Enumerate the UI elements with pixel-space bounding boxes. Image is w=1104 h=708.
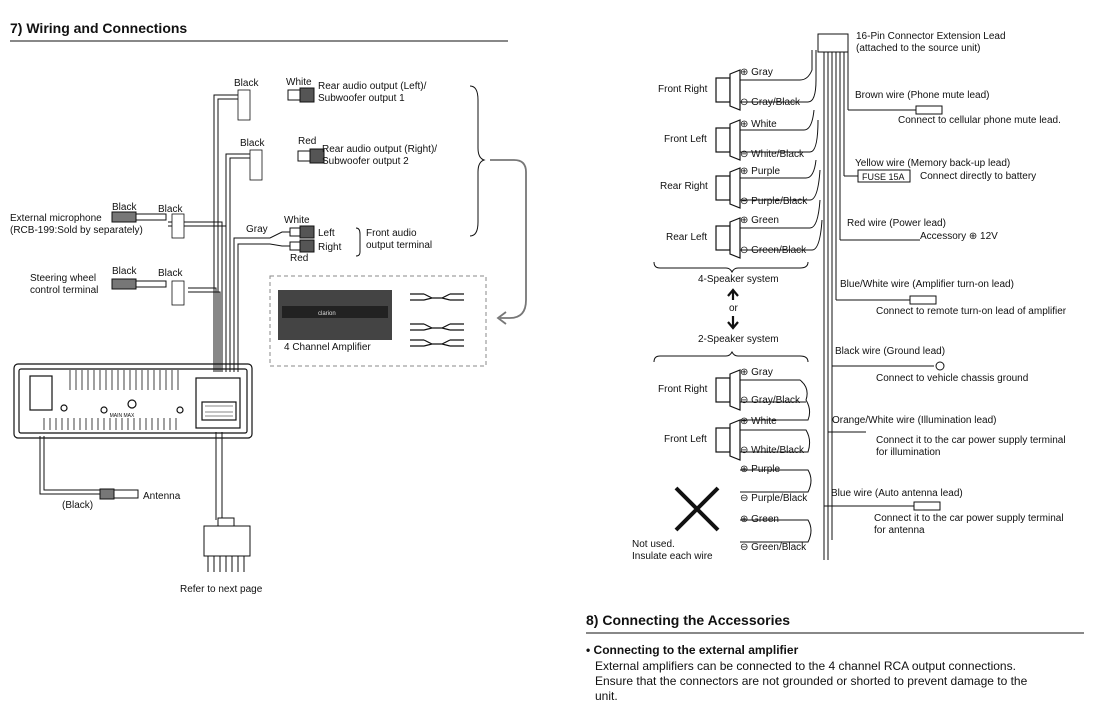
arrow-to-amp bbox=[490, 159, 527, 319]
spk4-rear-right: Rear Right bbox=[660, 181, 708, 192]
red-desc: Accessory ⊕ 12V bbox=[920, 231, 998, 242]
front-gray: Gray bbox=[246, 224, 268, 235]
svg-text:MAIN MAX: MAIN MAX bbox=[110, 413, 135, 419]
orange-desc: Connect it to the car power supply termi… bbox=[876, 435, 1066, 458]
rear-right-red: Red bbox=[298, 136, 317, 147]
steering-label: Steering wheel control terminal bbox=[30, 273, 99, 296]
system-4: 4-Speaker system bbox=[698, 274, 779, 285]
spk2-front-left: Front Left bbox=[664, 434, 707, 445]
spk4-wire-2: ⊕ White bbox=[740, 119, 777, 130]
rear-left-label: Rear audio output (Left)/ Subwoofer outp… bbox=[318, 81, 427, 104]
spk4-front-right: Front Right bbox=[658, 84, 708, 95]
or-label: or bbox=[729, 303, 738, 314]
amplifier-box bbox=[269, 275, 487, 367]
front-white: White bbox=[284, 215, 310, 226]
mic-black-2: Black bbox=[158, 204, 183, 215]
connector-label: 16-Pin Connector Extension Lead (attache… bbox=[856, 31, 1006, 54]
system-2: 2-Speaker system bbox=[698, 334, 779, 345]
mic-label: External microphone (RCB-199:Sold by sep… bbox=[10, 213, 143, 236]
not-used-cross bbox=[674, 486, 720, 532]
left-wires bbox=[39, 94, 290, 520]
fuse-label: FUSE 15A bbox=[862, 172, 905, 182]
spk2-wire-0: ⊕ Gray bbox=[740, 367, 773, 378]
section8-title: 8) Connecting the Accessories bbox=[586, 612, 791, 628]
spk2-wire-4: ⊕ Purple bbox=[740, 464, 781, 475]
spk2-wire-3: ⊖ White/Black bbox=[740, 445, 804, 456]
orange-lead: Orange/White wire (Illumination lead) bbox=[832, 415, 997, 426]
antenna-label: Antenna bbox=[143, 491, 181, 502]
front-red: Red bbox=[290, 253, 309, 264]
rear-right-label: Rear audio output (Right)/ Subwoofer out… bbox=[322, 144, 438, 167]
spk4-front-left: Front Left bbox=[664, 134, 707, 145]
section8-body: External amplifiers can be connected to … bbox=[595, 659, 1028, 703]
brown-lead: Brown wire (Phone mute lead) bbox=[855, 90, 990, 101]
front-left: Left bbox=[318, 228, 335, 239]
black-desc: Connect to vehicle chassis ground bbox=[876, 373, 1029, 384]
spk2-wire-2: ⊕ White bbox=[740, 416, 777, 427]
refer-next-page: Refer to next page bbox=[180, 584, 263, 595]
not-used-label: Not used. Insulate each wire bbox=[632, 539, 713, 562]
spk4-wire-3: ⊖ White/Black bbox=[740, 149, 804, 160]
spk4-rear-left: Rear Left bbox=[666, 232, 708, 243]
blue-desc: Connect it to the car power supply termi… bbox=[874, 513, 1064, 536]
red-lead: Red wire (Power lead) bbox=[847, 218, 946, 229]
connector-plug bbox=[203, 517, 251, 572]
yellow-lead: Yellow wire (Memory back-up lead) bbox=[855, 158, 1011, 169]
lead-terminals bbox=[857, 105, 945, 511]
amp-rca bbox=[410, 293, 464, 347]
yellow-desc: Connect directly to battery bbox=[920, 171, 1037, 182]
arrow-down bbox=[727, 316, 739, 330]
front-label: Front audio output terminal bbox=[366, 228, 433, 251]
bluewhite-desc: Connect to remote turn-on lead of amplif… bbox=[876, 306, 1067, 317]
blue-lead: Blue wire (Auto antenna lead) bbox=[831, 488, 963, 499]
section7-title: 7) Wiring and Connections bbox=[10, 20, 188, 36]
spk2-wire-1: ⊖ Gray/Black bbox=[740, 395, 801, 406]
spk4-wire-5: ⊖ Purple/Black bbox=[740, 196, 808, 207]
amp-label: 4 Channel Amplifier bbox=[284, 342, 371, 353]
tag-boxes bbox=[171, 89, 263, 306]
brown-desc: Connect to cellular phone mute lead. bbox=[898, 115, 1061, 126]
rear-left-black: Black bbox=[234, 78, 259, 89]
spk4-wire-4: ⊕ Purple bbox=[740, 166, 781, 177]
mic-black-1: Black bbox=[112, 202, 137, 213]
amp-brand: clarion bbox=[318, 311, 336, 317]
spk2-wire-6: ⊕ Green bbox=[740, 514, 779, 525]
speakers bbox=[715, 69, 741, 461]
output-bracket bbox=[469, 85, 486, 237]
bluewhite-lead: Blue/White wire (Amplifier turn-on lead) bbox=[840, 279, 1014, 290]
head-unit: MAIN MAX bbox=[13, 363, 253, 439]
black-lead: Black wire (Ground lead) bbox=[835, 346, 946, 357]
front-right: Right bbox=[318, 242, 342, 253]
arrow-up bbox=[727, 288, 739, 300]
spk4-wire-0: ⊕ Gray bbox=[740, 67, 773, 78]
antenna-black: (Black) bbox=[62, 500, 94, 511]
lead-wires bbox=[817, 33, 934, 560]
steering-black-1: Black bbox=[112, 266, 137, 277]
rear-left-white: White bbox=[286, 77, 312, 88]
steering-black-2: Black bbox=[158, 268, 183, 279]
rear-right-black: Black bbox=[240, 138, 265, 149]
spk2-wire-7: ⊖ Green/Black bbox=[740, 542, 807, 553]
speaker-wires bbox=[740, 50, 823, 543]
section8-bullet: • Connecting to the external amplifier bbox=[586, 643, 799, 657]
spk4-wire-6: ⊕ Green bbox=[740, 215, 779, 226]
spk4-wire-7: ⊖ Green/Black bbox=[740, 245, 807, 256]
spk2-wire-5: ⊖ Purple/Black bbox=[740, 493, 808, 504]
spk2-front-right: Front Right bbox=[658, 384, 708, 395]
rca-plugs bbox=[99, 87, 325, 500]
spk4-wire-1: ⊖ Gray/Black bbox=[740, 97, 801, 108]
